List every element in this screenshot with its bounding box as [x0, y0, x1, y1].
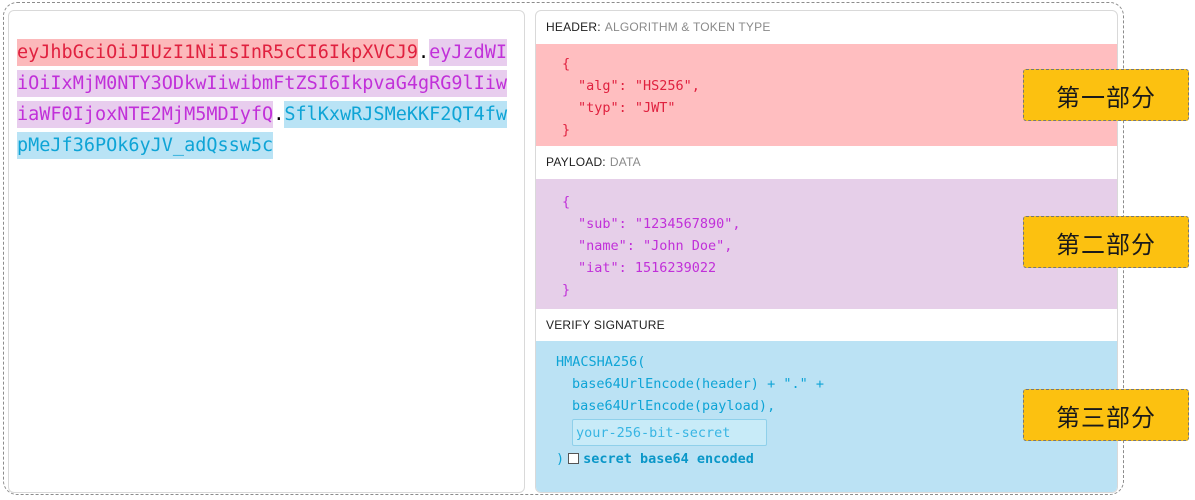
header-sublabel: ALGORITHM & TOKEN TYPE: [604, 20, 771, 34]
header-line: "alg": "HS256",: [578, 78, 700, 94]
payload-json-editor[interactable]: { "sub": "1234567890", "name": "John Doe…: [536, 179, 1117, 309]
verify-label: VERIFY SIGNATURE: [546, 318, 665, 332]
token-header-part: eyJhbGciOiJIUzI1NiIsInR5cCI6IkpXVCJ9: [17, 39, 418, 66]
token-dot-1: .: [417, 42, 430, 63]
decoded-panel: HEADER:ALGORITHM & TOKEN TYPE { "alg": "…: [535, 10, 1118, 493]
encoded-token[interactable]: eyJhbGciOiJIUzI1NiIsInR5cCI6IkpXVCJ9.eyJ…: [17, 37, 517, 161]
header-line: "typ": "JWT": [578, 100, 676, 116]
payload-line: {: [562, 194, 571, 210]
base64-checkbox-label[interactable]: secret base64 encoded: [583, 451, 754, 467]
part3-badge: 第三部分: [1023, 389, 1189, 441]
encoded-token-panel[interactable]: eyJhbGciOiJIUzI1NiIsInR5cCI6IkpXVCJ9.eyJ…: [8, 10, 525, 493]
payload-line: "sub": "1234567890",: [578, 216, 741, 232]
hmac-function-open: HMACSHA256(: [556, 354, 646, 370]
header-section-label: HEADER:ALGORITHM & TOKEN TYPE: [546, 20, 771, 34]
payload-line: }: [562, 282, 571, 298]
payload-section-label: PAYLOAD:DATA: [546, 155, 641, 169]
verify-line-header: base64UrlEncode(header) + "." +: [572, 376, 824, 392]
base64-checkbox[interactable]: [568, 452, 580, 464]
secret-input[interactable]: your-256-bit-secret: [572, 419, 767, 446]
payload-sublabel: DATA: [609, 155, 641, 169]
verify-signature-block: HMACSHA256( base64UrlEncode(header) + ".…: [536, 341, 1117, 492]
verify-line-payload: base64UrlEncode(payload),: [572, 398, 776, 414]
header-label: HEADER:: [546, 20, 601, 34]
header-line: {: [562, 56, 571, 72]
hmac-function-close: ): [556, 451, 565, 467]
part2-badge: 第二部分: [1023, 216, 1189, 268]
header-line: }: [562, 122, 571, 138]
payload-label: PAYLOAD:: [546, 155, 606, 169]
token-dot-2: .: [273, 104, 285, 125]
part1-badge: 第一部分: [1023, 69, 1189, 121]
header-json-editor[interactable]: { "alg": "HS256", "typ": "JWT" }: [536, 44, 1117, 146]
payload-line: "iat": 1516239022: [578, 260, 717, 276]
verify-section-label: VERIFY SIGNATURE: [546, 318, 665, 332]
payload-line: "name": "John Doe",: [578, 238, 733, 254]
